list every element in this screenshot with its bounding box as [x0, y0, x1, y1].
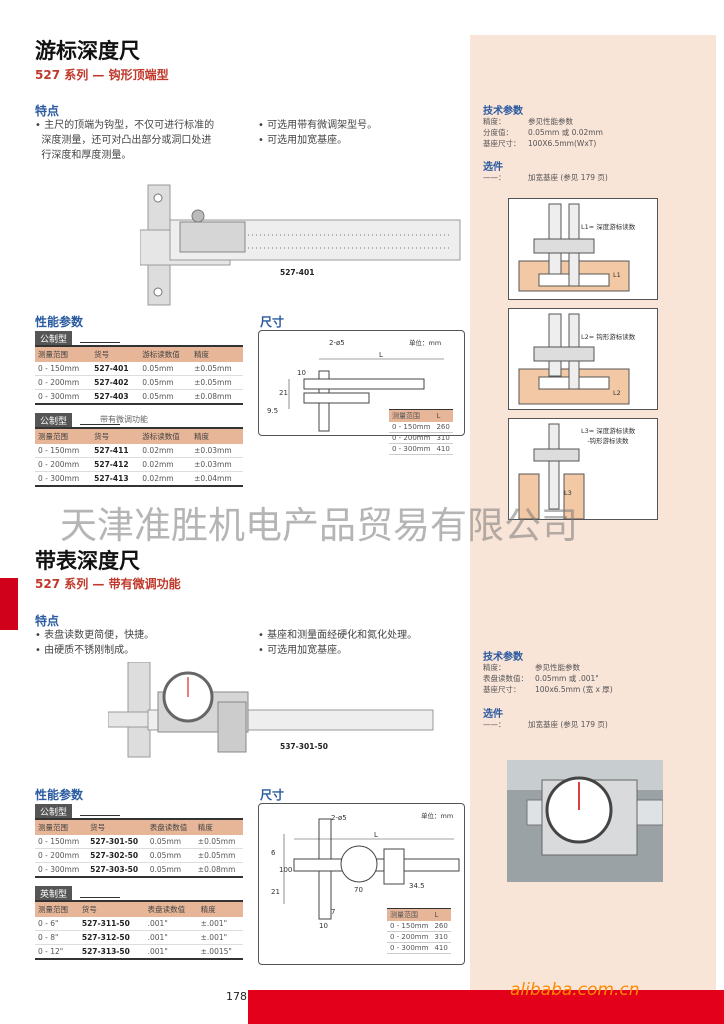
page-number: 178	[226, 990, 247, 1003]
performance-heading: 性能参数	[35, 788, 84, 802]
dim-label: 10	[319, 922, 328, 930]
dim-label: L	[374, 831, 378, 839]
series-subtitle: 527 系列 — 钩形顶端型	[35, 68, 169, 82]
unit-label: 单位：mm	[421, 812, 454, 820]
features-heading: 特点	[35, 614, 60, 628]
performance-table-4: 测量范围货号表盘读数值精度 0 - 6"527-311-50.001"±.001…	[35, 900, 243, 960]
features-heading: 特点	[35, 104, 60, 118]
table-row: 0 - 8"527-312-50.001"±.001"	[35, 930, 243, 945]
page-title: 游标深度尺	[35, 39, 140, 63]
dimension-heading: 尺寸	[260, 315, 285, 329]
dim-label: 10	[297, 369, 306, 377]
tech-heading: 技术参数	[483, 106, 523, 117]
dial-depth-gauge-image	[108, 662, 434, 758]
tech-specs: 精度：参见性能参数 表盘读数值：0.05mm 或 .001" 基座尺寸：100x…	[483, 663, 613, 694]
application-diagram-2: L2= 钩形游标读数 L2	[508, 308, 658, 410]
dim-label: 34.5	[409, 882, 425, 890]
model-label: 527-401	[280, 268, 315, 277]
features-left: • 主尺的顶端为钩型，不仅可进行标准的 深度测量，还可对凸出部分或洞口处进 行深…	[35, 120, 215, 161]
application-note: L3= 深度游标读数 -钩形游标读数	[581, 427, 636, 445]
dim-label: 7	[331, 908, 336, 916]
site-watermark: alibaba.com.cn	[510, 980, 640, 1000]
table-row: 0 - 12"527-313-50.001"±.0015"	[35, 944, 243, 960]
section-tab	[0, 578, 18, 630]
series-subtitle: 527 系列 — 带有微调功能	[35, 577, 181, 591]
options-text: ——：加宽基座 (参见 179 页)	[483, 720, 608, 729]
footer-bar	[248, 990, 724, 1024]
feature-item: • 可选用带有微调架型号。	[258, 120, 378, 131]
table-row: 0 - 6"527-311-50.001"±.001"	[35, 917, 243, 931]
dial-gauge-photo	[507, 760, 663, 882]
options-text: ——：加宽基座 (参见 179 页)	[483, 173, 608, 182]
dim-label: 21	[271, 888, 280, 896]
application-note: L2= 钩形游标读数	[581, 333, 636, 341]
application-diagram-1: L1= 深度游标读数 L1	[508, 198, 658, 300]
features-right: • 可选用带有微调架型号。 • 可选用加宽基座。	[258, 118, 377, 148]
tag-underline	[80, 424, 120, 425]
tech-heading: 技术参数	[483, 652, 523, 663]
model-label: 537-301-50	[280, 742, 328, 751]
dim-label: L	[379, 351, 383, 359]
dim-label: 2-ø5	[331, 814, 347, 822]
dim-label: L1	[613, 271, 621, 279]
section-title: 带表深度尺	[35, 549, 140, 573]
dimension-heading: 尺寸	[260, 788, 285, 802]
dim-label: 6	[271, 849, 276, 857]
dim-label: L3	[564, 489, 572, 497]
tag-underline	[80, 342, 120, 343]
unit-label: 单位：mm	[409, 339, 442, 347]
tag-underline	[80, 815, 120, 816]
performance-heading: 性能参数	[35, 315, 84, 329]
tech-specs: 精度：参见性能参数 分度值：0.05mm 或 0.02mm 基座尺寸：100X6…	[483, 117, 603, 148]
application-diagram-3: L3= 深度游标读数 -钩形游标读数 L3	[508, 418, 658, 520]
dim-label: 2-ø5	[329, 339, 345, 347]
vernier-depth-gauge-image	[140, 184, 461, 306]
dim-label: 70	[354, 886, 363, 894]
watermark: 天津准胜机电产品贸易有限公司	[60, 504, 578, 547]
options-heading: 选件	[483, 709, 503, 720]
features-right: • 基座和测量面经硬化和氮化处理。• 可选用加宽基座。	[258, 630, 418, 656]
type-note: 带有微调功能	[100, 415, 148, 424]
dim-label: 9.5	[267, 407, 279, 415]
tag-underline	[80, 897, 120, 898]
dim-label: L2	[613, 389, 621, 397]
dim-label: 100	[279, 866, 293, 874]
application-note: L1= 深度游标读数	[581, 223, 636, 231]
options-heading: 选件	[483, 162, 503, 173]
feature-item: • 可选用加宽基座。	[258, 135, 348, 146]
features-left: • 表盘读数更简便，快捷。• 由硬质不锈刚制成。	[35, 630, 155, 656]
dim-label: 21	[279, 389, 288, 397]
